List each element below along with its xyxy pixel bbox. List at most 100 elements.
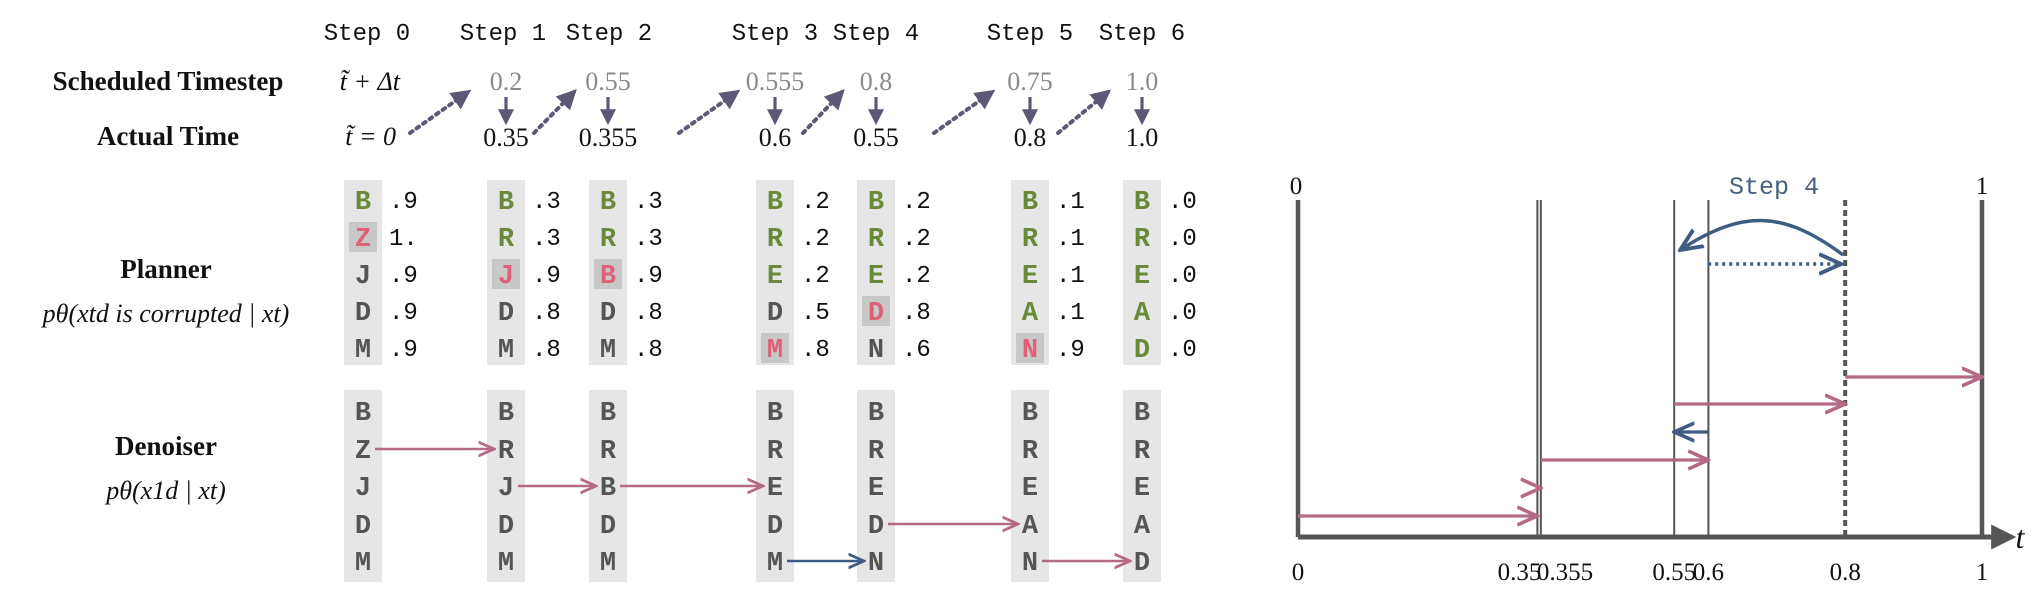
timeline-tick-label: 0.55 xyxy=(1652,559,1696,586)
denoiser-token: R xyxy=(1022,437,1039,467)
denoiser-column-bg xyxy=(857,390,895,582)
scheduled-timestep-value: 0.55 xyxy=(585,67,631,96)
schedule-diagonal-arrow xyxy=(1056,89,1112,135)
planner-score: .2 xyxy=(801,263,830,290)
corrupted-highlight xyxy=(349,222,377,252)
scheduled-timestep-value: 0.8 xyxy=(860,67,893,96)
planner-score: .9 xyxy=(389,337,418,364)
planner-token: D xyxy=(767,299,783,329)
denoiser-token: D xyxy=(498,512,514,542)
denoiser-token: D xyxy=(868,512,884,542)
planner-column-bg xyxy=(344,180,382,365)
denoiser-column-bg xyxy=(1011,390,1049,582)
denoiser-token: E xyxy=(767,474,783,504)
planner-token: D xyxy=(498,299,514,329)
scheduled-timestep-value: 1.0 xyxy=(1126,67,1159,96)
actual-time-value: 0.8 xyxy=(1014,123,1047,152)
planner-token: R xyxy=(767,225,784,255)
corrupted-highlight xyxy=(594,259,622,289)
step-label: Step 5 xyxy=(987,21,1073,48)
planner-score: .0 xyxy=(1168,300,1197,327)
planner-label: Planner xyxy=(120,254,212,284)
planner-token: A xyxy=(1022,299,1039,329)
planner-token: B xyxy=(1134,188,1150,218)
planner-token: J xyxy=(355,262,371,292)
planner-score: .8 xyxy=(902,300,931,327)
denoiser-token: R xyxy=(1134,437,1151,467)
planner-token: E xyxy=(868,262,884,292)
planner-token: J xyxy=(498,262,514,292)
planner-token: E xyxy=(767,262,783,292)
timeline-tick-label: 0.8 xyxy=(1830,559,1861,586)
planner-token: R xyxy=(600,225,617,255)
denoiser-token: M xyxy=(498,549,514,579)
planner-score: .2 xyxy=(801,226,830,253)
planner-score: .2 xyxy=(902,226,931,253)
planner-token: B xyxy=(355,188,371,218)
scheduled-timestep-label: Scheduled Timestep xyxy=(53,66,284,96)
schedule-diagonal-arrow xyxy=(532,89,577,135)
planner-token: M xyxy=(600,336,616,366)
denoiser-token: D xyxy=(355,512,371,542)
planner-token: R xyxy=(1134,225,1151,255)
denoiser-token: B xyxy=(355,399,371,429)
denoiser-token: R xyxy=(498,437,515,467)
actual-time-value: 0.355 xyxy=(579,123,638,152)
timeline-tick-label: 0 xyxy=(1292,559,1305,586)
timeline-tick-label: 0.355 xyxy=(1537,559,1593,586)
planner-token: B xyxy=(868,188,884,218)
planner-score: .0 xyxy=(1168,226,1197,253)
denoiser-token: R xyxy=(600,437,617,467)
timeline-tick-label: 0.6 xyxy=(1693,559,1724,586)
timeline-highlight-step-label: Step 4 xyxy=(1729,173,1819,202)
planner-token: M xyxy=(767,336,783,366)
denoiser-token: M xyxy=(600,549,616,579)
denoiser-label: Denoiser xyxy=(115,431,217,461)
denoiser-token: B xyxy=(1134,399,1150,429)
timeline-tick-label: 0.35 xyxy=(1498,559,1542,586)
planner-score: .1 xyxy=(1056,300,1085,327)
denoiser-token: J xyxy=(355,474,371,504)
planner-score: .9 xyxy=(389,189,418,216)
planner-token: B xyxy=(767,188,783,218)
planner-score: .1 xyxy=(1056,189,1085,216)
denoiser-token: D xyxy=(600,512,616,542)
planner-score: .5 xyxy=(801,300,830,327)
planner-token: M xyxy=(355,336,371,366)
actual-formula: t̃ = 0 xyxy=(345,122,396,151)
planner-score: .8 xyxy=(801,337,830,364)
scheduled-timestep-value: 0.2 xyxy=(490,67,523,96)
planner-score: .9 xyxy=(389,300,418,327)
denoiser-token: A xyxy=(1134,512,1151,542)
planner-score: .3 xyxy=(532,226,561,253)
planner-score: .3 xyxy=(532,189,561,216)
planner-formula: pθ(xtd is corrupted | xt) xyxy=(41,299,290,328)
planner-token: B xyxy=(498,188,514,218)
timeline-jump-curve xyxy=(1680,218,1845,257)
corrupted-highlight xyxy=(862,296,890,326)
denoiser-token: R xyxy=(767,437,784,467)
denoiser-token: B xyxy=(868,399,884,429)
actual-time-label: Actual Time xyxy=(97,121,239,151)
timeline-top-right-label: 1 xyxy=(1976,173,1989,200)
planner-score: 1. xyxy=(389,226,418,253)
planner-token: R xyxy=(1022,225,1039,255)
planner-score: .2 xyxy=(902,263,931,290)
denoiser-token: M xyxy=(355,549,371,579)
planner-score: .3 xyxy=(634,226,663,253)
planner-score: .8 xyxy=(634,300,663,327)
denoiser-token: N xyxy=(868,549,884,579)
actual-time-value: 1.0 xyxy=(1126,123,1159,152)
planner-score: .8 xyxy=(634,337,663,364)
planner-token: A xyxy=(1134,299,1151,329)
scheduled-timestep-value: 0.555 xyxy=(746,67,805,96)
planner-token: B xyxy=(1022,188,1038,218)
actual-time-value: 0.35 xyxy=(483,123,529,152)
denoiser-token: N xyxy=(1022,549,1038,579)
denoiser-token: A xyxy=(1022,512,1039,542)
planner-token: B xyxy=(600,188,616,218)
planner-token: E xyxy=(1134,262,1150,292)
denoiser-token: E xyxy=(1022,474,1038,504)
denoiser-token: R xyxy=(868,437,885,467)
timeline-top-left-label: 0 xyxy=(1290,173,1303,200)
